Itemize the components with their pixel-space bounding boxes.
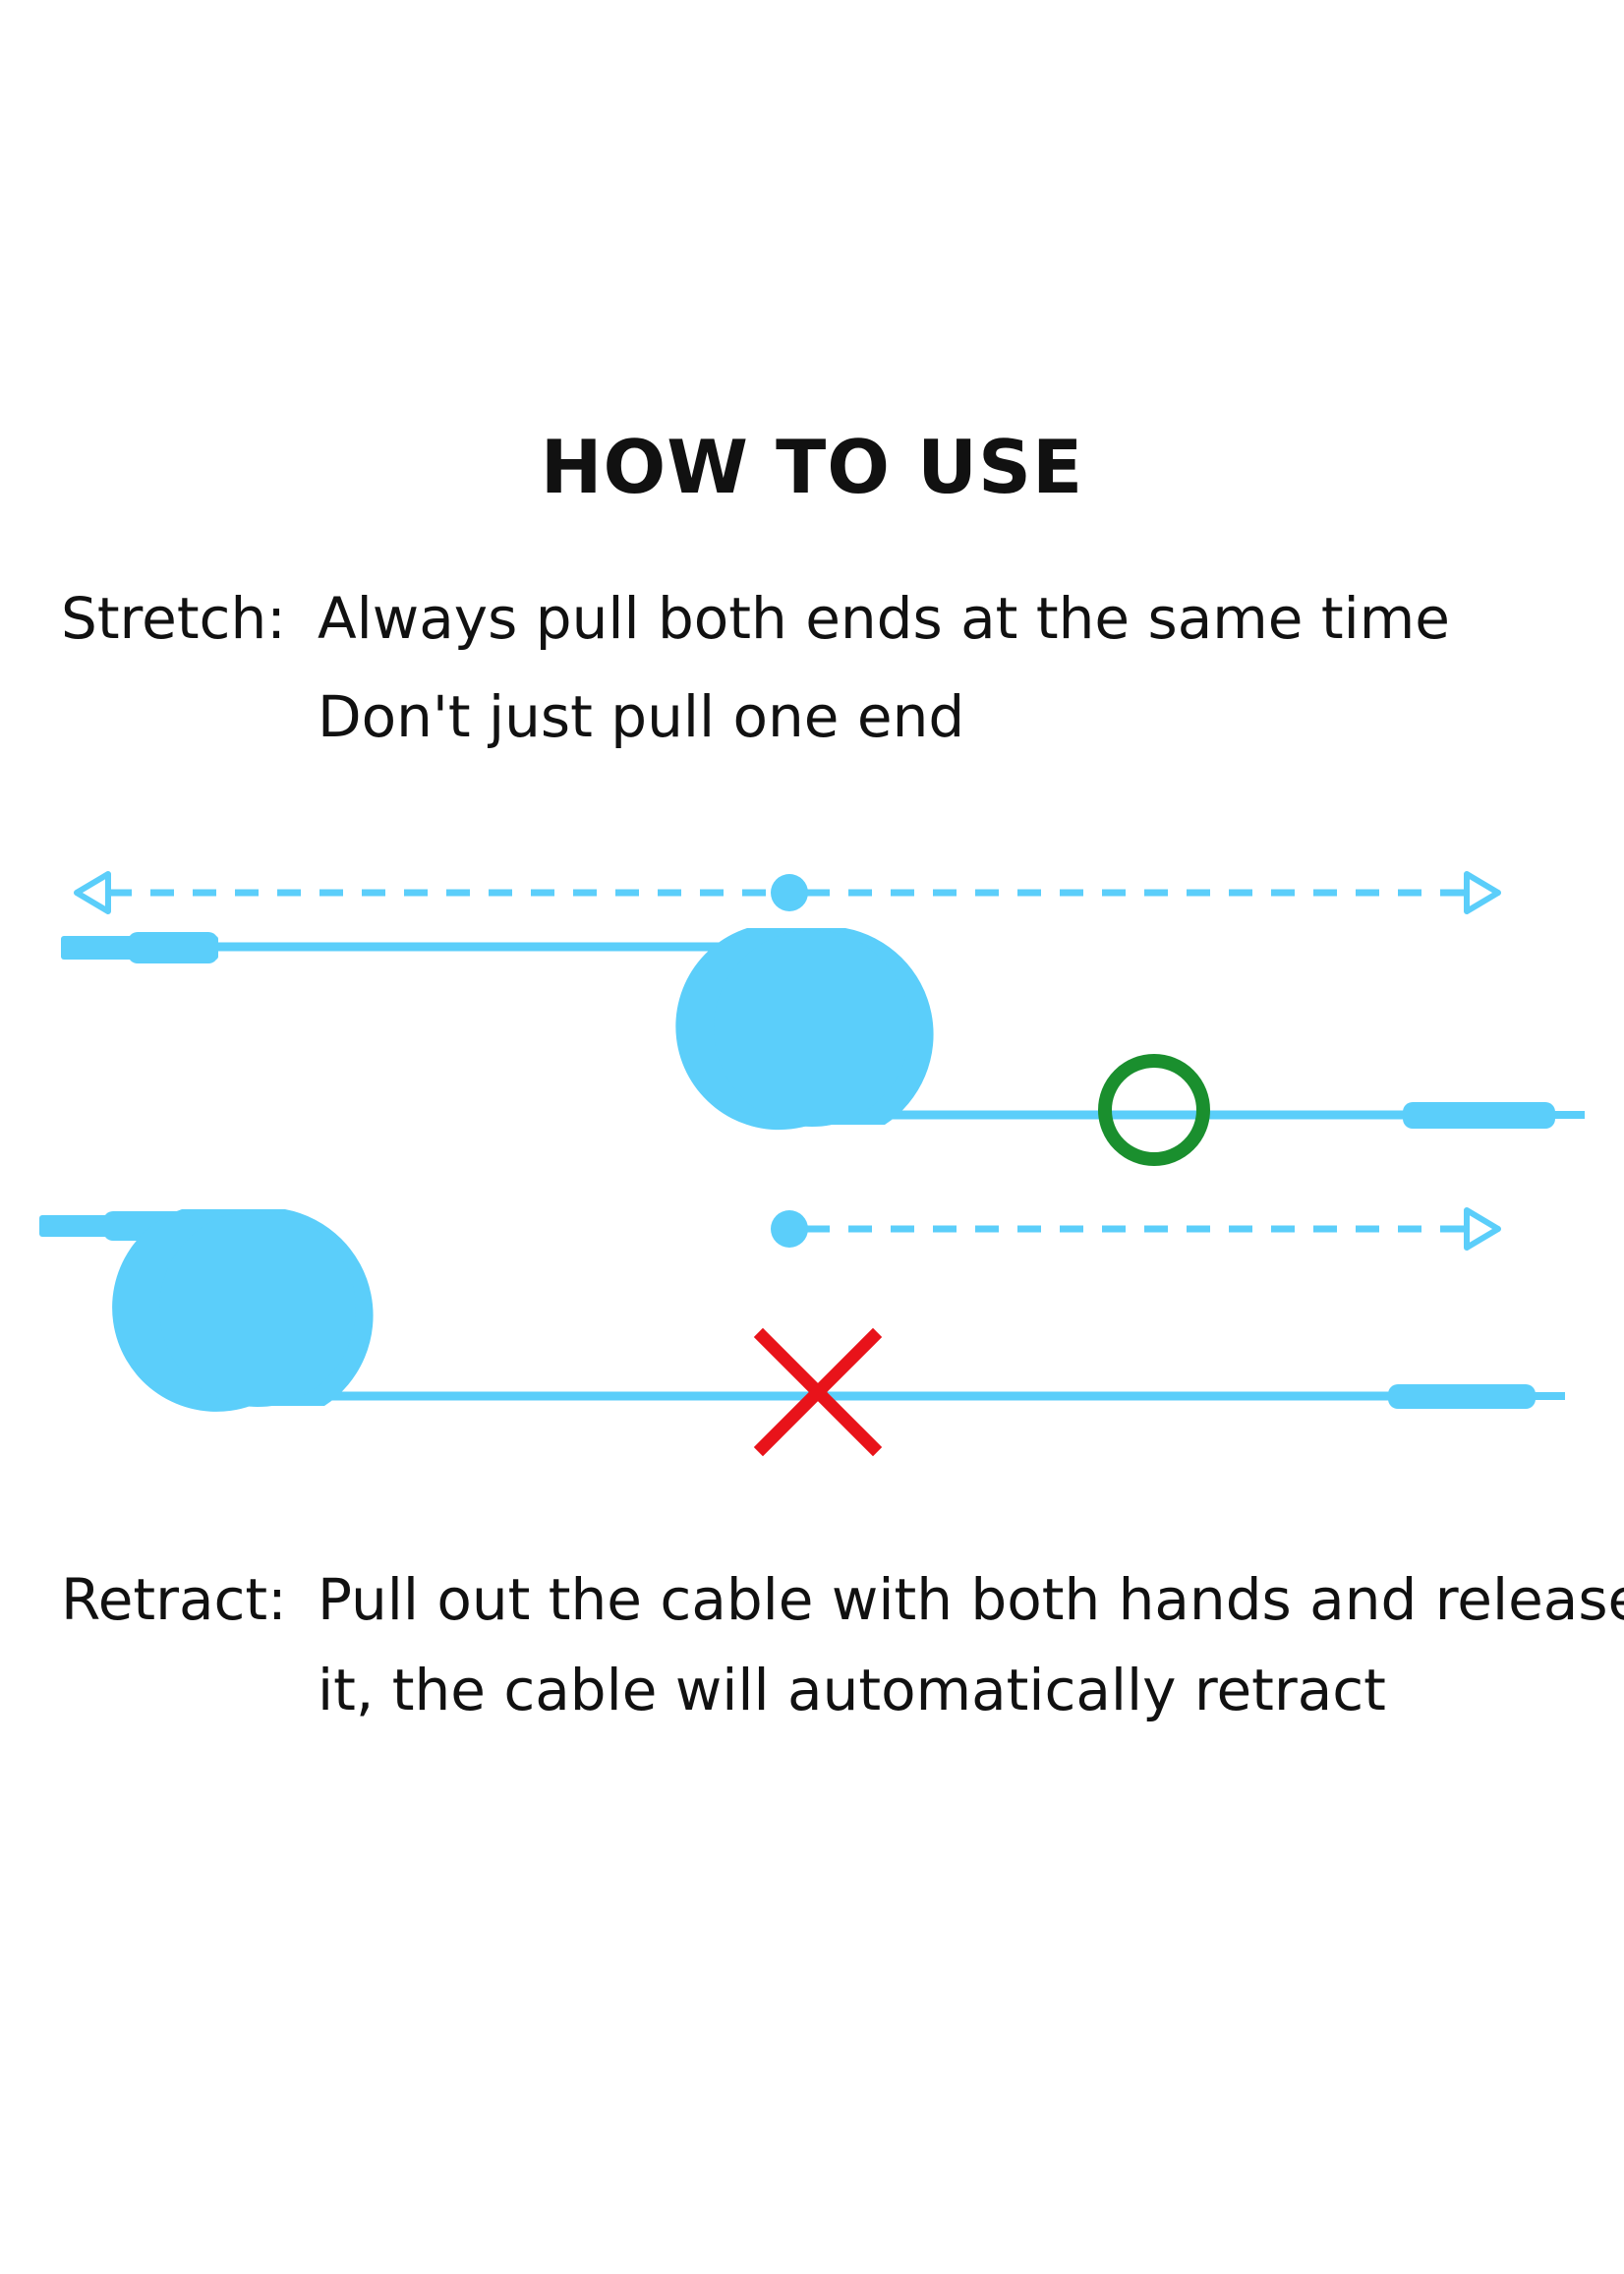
cross-icon [753, 1327, 883, 1457]
center-dot-icon [771, 874, 808, 911]
retract-instruction-1: Pull out the cable with both hands and r… [318, 1566, 1624, 1633]
right-plug-tip [1388, 1384, 1536, 1409]
correct-usage-illustration [61, 871, 1585, 1166]
right-arrowhead-icon [1464, 871, 1501, 914]
page-title: HOW TO USE [540, 424, 1084, 510]
stretch-label: Stretch: [61, 585, 286, 652]
left-arrowhead-icon [74, 871, 111, 914]
stretch-instruction-1: Always pull both ends at the same time [318, 585, 1450, 652]
right-arrowhead-icon [1464, 1207, 1501, 1251]
right-plug-tip [1403, 1102, 1555, 1129]
retract-label: Retract: [61, 1566, 287, 1633]
circle-check-icon [1098, 1054, 1210, 1166]
stretch-instruction-2: Don't just pull one end [318, 683, 965, 750]
wrong-usage-illustration [39, 1207, 1565, 1457]
retract-instruction-2: it, the cable will automatically retract [318, 1657, 1386, 1723]
left-plug-tip [128, 932, 218, 963]
start-dot-icon [771, 1210, 808, 1248]
